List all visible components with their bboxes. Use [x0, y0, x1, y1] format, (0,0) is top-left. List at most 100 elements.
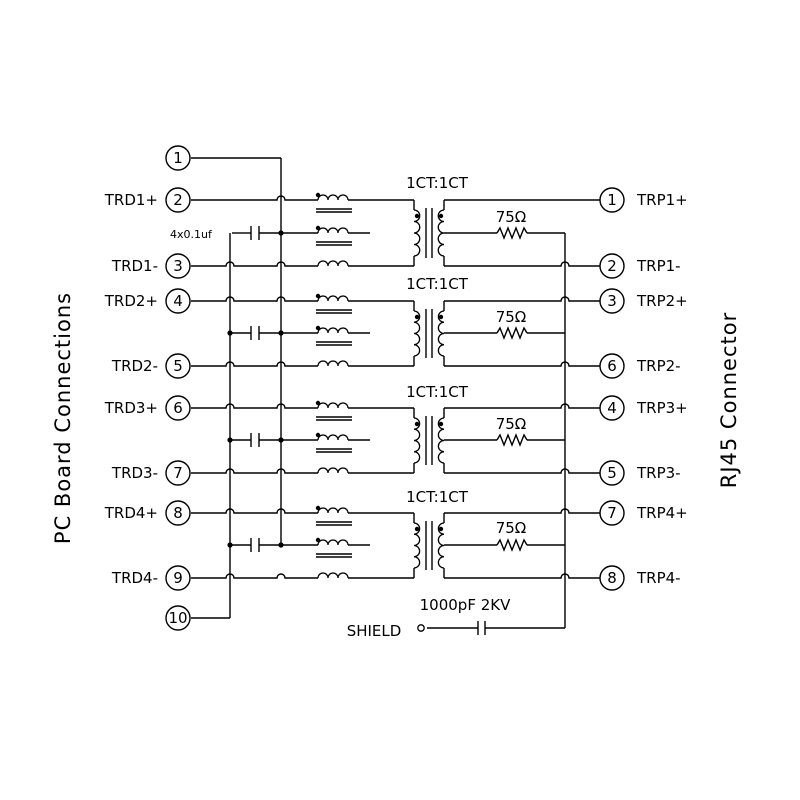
junction-dot	[438, 526, 444, 532]
pin-circle	[165, 500, 191, 526]
wire	[191, 403, 318, 409]
pin-number: 2	[607, 257, 617, 275]
left-pin-9: 9 TRD4-	[111, 565, 191, 591]
shield-terminal	[417, 624, 425, 632]
junction-dot	[315, 225, 321, 231]
ratio-label-3: 1CT:1CT	[406, 383, 469, 401]
wire	[191, 195, 318, 201]
choke-coil	[317, 434, 349, 441]
wire	[191, 296, 318, 302]
pin-circle	[165, 460, 191, 486]
junction-dot	[278, 230, 284, 236]
junction-dot	[315, 505, 321, 511]
pin-label: TRP3-	[636, 464, 681, 482]
wire	[444, 361, 600, 367]
pins: 12TRD1+3TRD1-4TRD2+5TRD2-6TRD3+7TRD3-8TR…	[104, 145, 688, 631]
pin-number: 6	[173, 399, 183, 417]
junction-dot	[414, 213, 420, 219]
pin-circle	[599, 565, 625, 591]
pin-label: TRD4+	[104, 504, 158, 522]
pin-number: 2	[173, 191, 183, 209]
pin-number: 5	[173, 357, 183, 375]
transformer-secondary	[437, 417, 445, 464]
junction-dot	[414, 526, 420, 532]
junction-dot	[315, 400, 321, 406]
pin-label: TRD1+	[104, 191, 158, 209]
pin-circle	[165, 395, 191, 421]
ratio-label-1: 1CT:1CT	[406, 174, 469, 192]
junction-dot	[315, 537, 321, 543]
pin-circle	[165, 145, 191, 171]
transformer-secondary	[437, 310, 445, 357]
wire	[444, 296, 600, 302]
pin-label: TRD4-	[111, 569, 158, 587]
pin-number: 7	[173, 464, 183, 482]
pin-number: 8	[173, 504, 183, 522]
right-pin-2: 2 TRP1-	[599, 253, 681, 279]
wire	[444, 261, 600, 267]
choke-coil	[317, 402, 349, 409]
wire	[444, 468, 600, 474]
junction-dot	[315, 432, 321, 438]
pin-number: 10	[168, 609, 187, 627]
pin-label: TRP3+	[636, 399, 688, 417]
pin-label: TRP1+	[636, 191, 688, 209]
pin-label: TRD3+	[104, 399, 158, 417]
junction-dot	[227, 330, 233, 336]
shield-label: SHIELD	[347, 622, 402, 640]
transformer-primary	[413, 417, 421, 464]
transformer-primary	[413, 310, 421, 357]
pin-number: 9	[173, 569, 183, 587]
junction-dot	[227, 437, 233, 443]
choke-coil	[317, 539, 349, 546]
left-pin-2: 2 TRD1+	[104, 187, 191, 213]
pin-number: 4	[173, 292, 183, 310]
wire	[191, 573, 318, 579]
resistor-label-4: 75Ω	[496, 519, 527, 537]
left-heading: PC Board Connections	[51, 292, 75, 544]
shield-cap-label: 1000pF 2KV	[420, 596, 511, 614]
wire	[444, 508, 600, 514]
pin-label: TRD2+	[104, 292, 158, 310]
junction-dot	[438, 213, 444, 219]
pin-circle	[165, 605, 191, 631]
junction-dot	[278, 437, 284, 443]
wire	[444, 573, 600, 579]
pin-label: TRP4-	[636, 569, 681, 587]
junction-dot	[227, 542, 233, 548]
wire	[191, 261, 318, 267]
wire	[444, 403, 600, 409]
wire	[191, 361, 318, 367]
transformer-primary	[413, 522, 421, 569]
resistor-label-3: 75Ω	[496, 415, 527, 433]
pin-number: 4	[607, 399, 617, 417]
right-heading: RJ45 Connector	[717, 312, 741, 489]
resistor-75ohm	[496, 538, 528, 552]
resistor-75ohm	[496, 226, 528, 240]
wires	[191, 157, 600, 629]
choke-coil	[317, 227, 349, 234]
pin-label: TRP1-	[636, 257, 681, 275]
transformer-secondary	[437, 522, 445, 569]
pin-circle	[599, 500, 625, 526]
choke-coil	[317, 360, 349, 367]
choke-coil	[317, 572, 349, 579]
pin-label: TRD3-	[111, 464, 158, 482]
pin-circle	[165, 353, 191, 379]
components	[227, 192, 528, 635]
pin-circle	[599, 187, 625, 213]
choke-coil	[317, 295, 349, 302]
pin-circle	[599, 460, 625, 486]
pin-circle	[165, 253, 191, 279]
pin-number: 3	[173, 257, 183, 275]
pin-circle	[599, 253, 625, 279]
choke-coil	[317, 260, 349, 267]
pin-label: TRP2-	[636, 357, 681, 375]
wire	[191, 468, 318, 474]
left-pin-8: 8 TRD4+	[104, 500, 191, 526]
choke-coil	[317, 467, 349, 474]
transformer-primary	[413, 209, 421, 257]
